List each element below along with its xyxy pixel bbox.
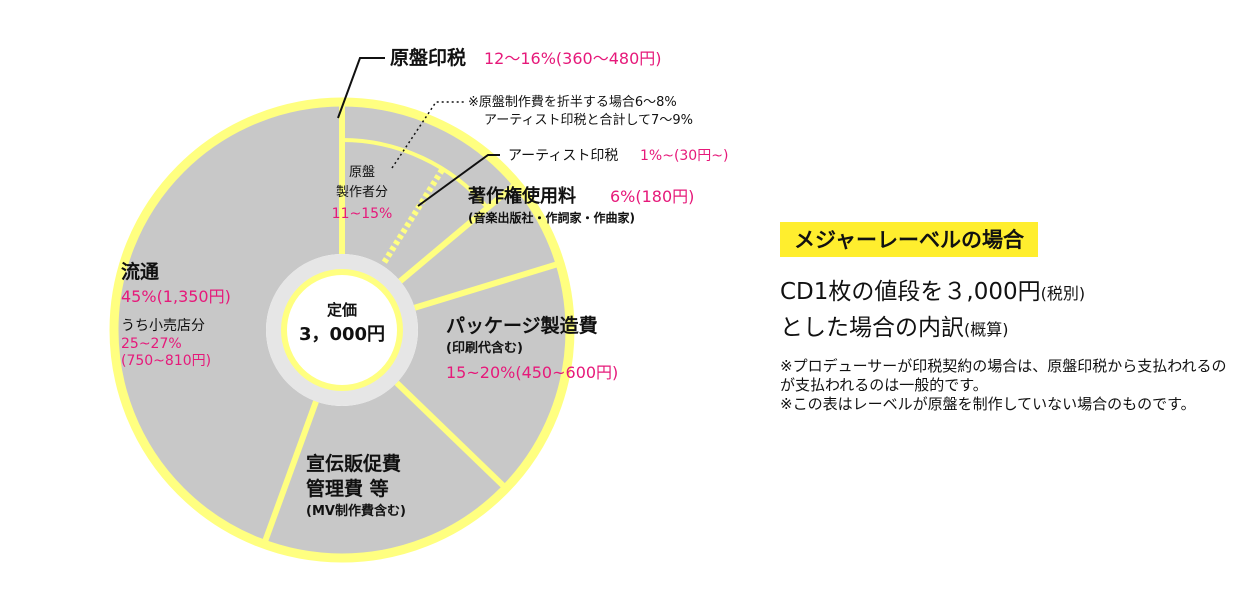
retailer-share-label: うち小売店分 [121,318,205,334]
genban-note-1: ※原盤制作費を折半する場合6〜8% [468,95,677,110]
divider-promo-distribution [261,400,319,546]
pie-dividers [261,102,561,546]
retailer-share-value-2: (750~810円) [121,353,211,369]
info-panel: メジャーレーベルの場合 CD1枚の値段を３,000円(税別) とした場合の内訳(… [780,222,1240,414]
segment-label-promo-2: 管理費 等 [306,477,389,500]
genban-note-2: アーティスト印税と合計して7〜9% [484,112,693,128]
center-label-1: 定価 [327,301,357,319]
segment-label-promo-1: 宣伝販促費 [306,452,401,475]
segment-label-genban: 原盤印税 [390,46,466,69]
pie-chart: 定価 3，000円 原盤印税 12〜16%(360〜480円) ※原盤制作費を折… [109,46,728,563]
center-disc [281,269,403,391]
segment-label-distribution: 流通 [121,260,160,283]
panel-notes: ※プロデューサーが印税契約の場合は、原盤印税から支払われるのが支払われるのは一般… [780,357,1240,414]
divider-copyright-package [413,260,561,311]
artist-royalty-label: アーティスト印税 [508,148,618,164]
panel-headline: CD1枚の値段を３,000円(税別) とした場合の内訳(概算) [780,275,1240,347]
segment-detail-copyright: (音楽出版社・作詞家・作曲家) [468,210,635,225]
segment-value-copyright: 6%(180円) [610,187,694,206]
segment-label-package: パッケージ製造費 [446,314,598,337]
slice-copyright [400,183,561,308]
panel-note-2: ※この表はレーベルが原盤を制作していない場合のものです。 [780,395,1196,413]
segment-value-distribution: 45%(1,350円) [121,287,231,306]
slice-distribution [113,102,342,545]
headline-line-1: CD1枚の値段を３,000円(税別) [780,275,1240,311]
panel-note-1: ※プロデューサーが印税契約の場合は、原盤印税から支払われるのが支払われるのは一般… [780,357,1227,394]
divider-genban-copyright [398,181,519,284]
genban-sub-arc [341,138,490,210]
artist-royalty-value: 1%~(30円~) [640,148,728,164]
segment-detail-promo: (MV制作費含む) [306,503,406,519]
panel-title: メジャーレーベルの場合 [780,222,1038,257]
artist-sub-divider [381,167,446,264]
segment-label-copyright: 著作権使用料 [467,185,576,207]
slice-package [396,263,571,489]
producer-share-label-1: 原盤 [349,165,375,180]
segment-detail-package: (印刷代含む) [446,340,523,356]
leader-line-genban [337,57,385,119]
headline-line-2-main: とした場合の内訳 [780,315,964,341]
headline-line-2: とした場合の内訳(概算) [780,311,1240,347]
divider-package-promo [394,380,509,491]
headline-line-1-main: CD1枚の値段を３,000円 [780,279,1041,305]
retailer-share-value-1: 25~27% [121,336,182,352]
pie-slices [109,97,575,563]
headline-line-2-small: (概算) [964,320,1009,339]
slice-promo [264,382,507,558]
segment-value-genban: 12〜16%(360〜480円) [484,49,662,68]
leader-line-artist [417,154,500,207]
headline-line-1-small: (税別) [1040,284,1086,303]
leader-line-note [391,101,464,169]
segment-value-package: 15~20%(450~600円) [446,363,618,382]
center-label-2: 3，000円 [299,324,385,345]
producer-share-value: 11~15% [332,206,393,222]
producer-share-label-2: 製作者分 [336,185,388,200]
